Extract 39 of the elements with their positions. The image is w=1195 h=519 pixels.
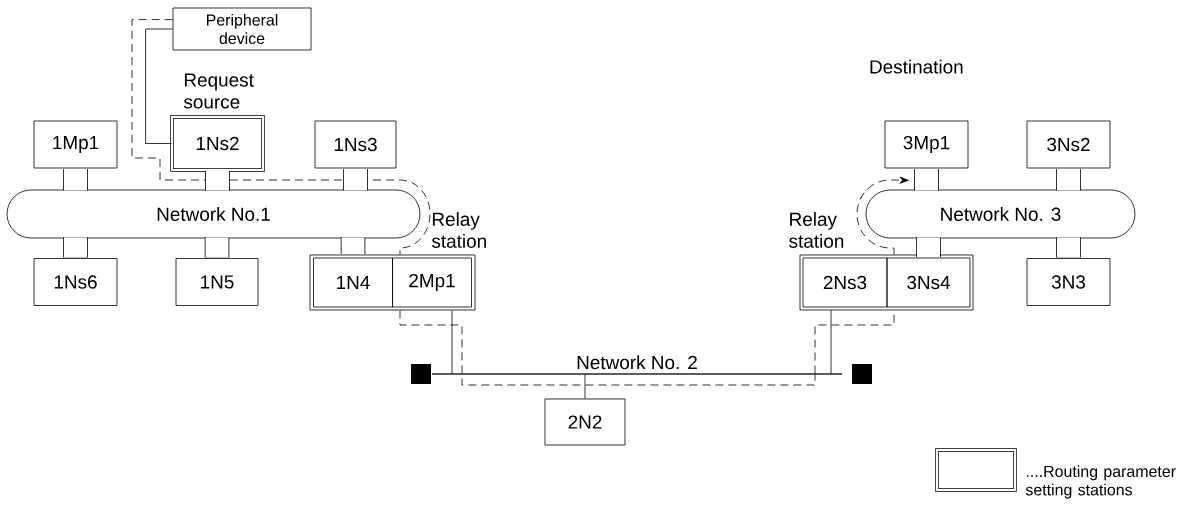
network-tap bbox=[340, 237, 366, 254]
route-arrow bbox=[856, 176, 909, 255]
network-tap bbox=[204, 237, 230, 258]
node-caption: Relay station bbox=[431, 212, 486, 248]
connection-line bbox=[145, 28, 173, 144]
station-box: 1N5 bbox=[175, 258, 259, 306]
connection-line bbox=[451, 310, 453, 374]
station-box: 2Mp1 bbox=[392, 257, 472, 308]
network-tap bbox=[916, 237, 941, 257]
network-tap bbox=[1056, 237, 1081, 258]
network-bus-line: Network No. 2 bbox=[431, 355, 843, 375]
network-tap bbox=[205, 170, 230, 191]
node-caption: Relay station bbox=[789, 212, 844, 248]
network-ring: Network No.1 bbox=[6, 189, 421, 239]
station-box: 2Ns3 bbox=[802, 257, 888, 308]
network-tap bbox=[63, 169, 88, 191]
network-ring: Network No. 3 bbox=[865, 189, 1136, 239]
station-box: 3N3 bbox=[1026, 258, 1111, 306]
network-tap bbox=[1056, 169, 1081, 191]
station-box: 1N4 bbox=[313, 257, 393, 308]
network-tap bbox=[914, 169, 939, 191]
station-box: 3Ns2 bbox=[1026, 120, 1111, 169]
legend-text: ....Routing parameter setting stations bbox=[1025, 465, 1176, 499]
connection-line bbox=[584, 374, 586, 399]
station-box: 3Ns4 bbox=[886, 257, 971, 308]
route-line bbox=[399, 310, 816, 386]
device-box: Peripheral device bbox=[172, 7, 312, 51]
network-tap bbox=[63, 237, 88, 258]
network-tap bbox=[343, 169, 368, 191]
node-caption: Destination bbox=[870, 59, 963, 74]
node-caption: Request source bbox=[183, 73, 254, 109]
station-box: 1Ns6 bbox=[33, 258, 118, 306]
route-line bbox=[131, 19, 431, 255]
station-box: 3Mp1 bbox=[884, 120, 969, 169]
station-box: 1Ns2 bbox=[170, 115, 265, 172]
station-box: 2N2 bbox=[544, 398, 626, 446]
connection-line bbox=[830, 310, 832, 374]
station-box: 1Ns3 bbox=[314, 120, 397, 169]
station-box: 1Mp1 bbox=[33, 120, 118, 169]
